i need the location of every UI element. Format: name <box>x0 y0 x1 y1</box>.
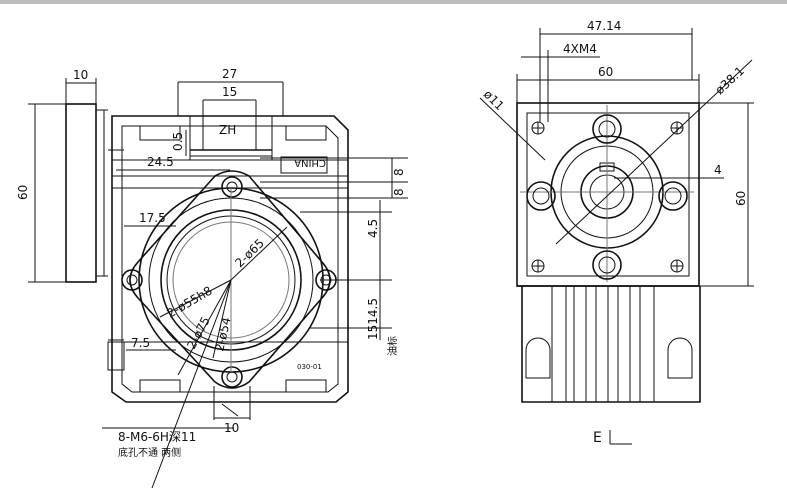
dim-27: 27 <box>178 67 283 83</box>
dim-15-14-5: 1514.5 油标 <box>310 248 399 356</box>
dim-phi38-1-label: ø38.1 <box>712 64 746 97</box>
right-center-bore <box>520 105 694 282</box>
dim-4-label: 4 <box>714 163 722 177</box>
dim-60-right-side: 60 <box>699 102 754 287</box>
dim-47-14: 47.14 <box>539 19 693 122</box>
dim-0-5: 0.5 <box>171 130 187 156</box>
china-label: CHINA <box>294 157 326 168</box>
dim-4xm4-label: 4XM4 <box>563 42 597 56</box>
thread-callout-text: 8-M6-6H深11 <box>118 430 196 444</box>
dim-phi11: ø11 <box>479 87 546 161</box>
dim-60-top: 60 <box>516 65 700 103</box>
left-top-boss <box>177 82 284 161</box>
dim-0-5-label: 0.5 <box>171 132 185 151</box>
dim-8b-label: 8 <box>392 188 406 196</box>
thread-callout-note: 底孔不通 两侧 <box>118 446 181 459</box>
view-label-e-text: E <box>593 430 602 446</box>
thread-callout: 8-M6-6H深11 底孔不通 两侧 <box>102 427 234 459</box>
dim-60-side-label: 60 <box>16 185 30 200</box>
dim-15-14-5-label: 1514.5 <box>366 298 380 340</box>
dim-15: 15 <box>203 85 256 101</box>
dim-phi65-label: 2-ø65 <box>232 236 267 270</box>
left-input-flange <box>65 103 108 283</box>
right-bolt-bosses <box>526 114 688 280</box>
vent-note-label: 油标 <box>386 336 399 356</box>
dim-4: 4 <box>614 163 724 179</box>
dim-24-5-label: 24.5 <box>147 155 174 169</box>
model-code-label: 030-01 <box>297 363 322 371</box>
left-view: 10 60 <box>16 67 408 489</box>
diameter-leaders <box>151 226 288 489</box>
dim-7-5: 7.5 <box>126 336 176 351</box>
dim-47-14-label: 47.14 <box>587 19 621 33</box>
right-view: 47.14 4XM4 60 ø38.1 ø11 4 <box>479 19 754 446</box>
dim-4-5-label: 4.5 <box>366 219 380 238</box>
dim-8a-label: 8 <box>392 168 406 176</box>
china-nameplate: CHINA <box>280 156 328 174</box>
dim-27-label: 27 <box>222 67 237 81</box>
dim-10-top: 10 <box>65 68 97 104</box>
dim-phi38-1: ø38.1 <box>555 59 753 245</box>
dim-phi55h8-label: 2-ø55h8 <box>165 284 215 321</box>
dim-15-label: 15 <box>222 85 237 99</box>
dim-17-5-label: 17.5 <box>139 211 166 225</box>
dim-24-5: 24.5 <box>116 155 230 171</box>
dim-10-top-label: 10 <box>73 68 88 82</box>
right-lower-body <box>521 285 701 403</box>
output-flange <box>121 170 337 389</box>
top-border <box>0 0 787 4</box>
dims-8-8-4-5: 8 8 4.5 <box>260 157 408 248</box>
dim-60-right-side-label: 60 <box>734 191 748 206</box>
zh-label: ZH <box>219 123 236 137</box>
dim-7-5-label: 7.5 <box>131 336 150 350</box>
dim-4xm4: 4XM4 <box>521 42 600 122</box>
dim-60-side: 60 <box>16 103 66 283</box>
dim-60-top-label: 60 <box>598 65 613 79</box>
right-corner-holes <box>531 121 684 273</box>
dim-phi11-label: ø11 <box>481 87 507 113</box>
view-label-e: E <box>593 430 632 446</box>
